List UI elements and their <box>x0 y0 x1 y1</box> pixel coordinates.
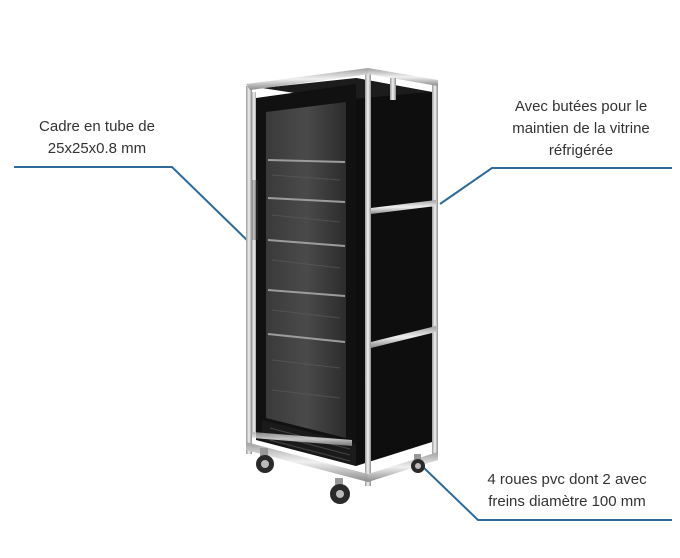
door-glass <box>266 102 346 438</box>
stops-callout-line-2: maintien de la vitrine <box>512 120 650 137</box>
wheels-callout: 4 roues pvc dont 2 avec freins diamètre … <box>462 469 672 513</box>
tube-frame <box>246 68 438 486</box>
frame-callout: Cadre en tube de 25x25x0.8 mm <box>14 116 180 160</box>
cabinet-shelves <box>267 159 346 343</box>
leader-lines <box>14 166 672 521</box>
wheels-leader-line <box>421 465 672 521</box>
wheels-callout-line-2: freins diamètre 100 mm <box>488 493 646 510</box>
refrigerated-display-cabinet <box>252 78 432 466</box>
stops-callout-line-3: réfrigérée <box>548 142 614 159</box>
wheel-front-left <box>256 448 274 473</box>
stops-leader-line <box>439 167 672 205</box>
castor-wheels <box>256 448 425 504</box>
wheel-front-right <box>330 478 350 504</box>
wheels-callout-line-1: 4 roues pvc dont 2 avec <box>487 471 647 488</box>
cabinet-base-grille <box>262 420 356 466</box>
cabinet-side-panel <box>356 78 432 466</box>
frame-callout-line-2: 25x25x0.8 mm <box>47 140 147 157</box>
stops-callout: Avec butées pour le maintien de la vitri… <box>486 96 676 162</box>
stops-callout-line-1: Avec butées pour le <box>514 98 648 115</box>
frame-leader-line <box>14 166 251 244</box>
wheel-back-right <box>411 454 425 473</box>
frame-callout-line-1: Cadre en tube de <box>39 118 155 135</box>
